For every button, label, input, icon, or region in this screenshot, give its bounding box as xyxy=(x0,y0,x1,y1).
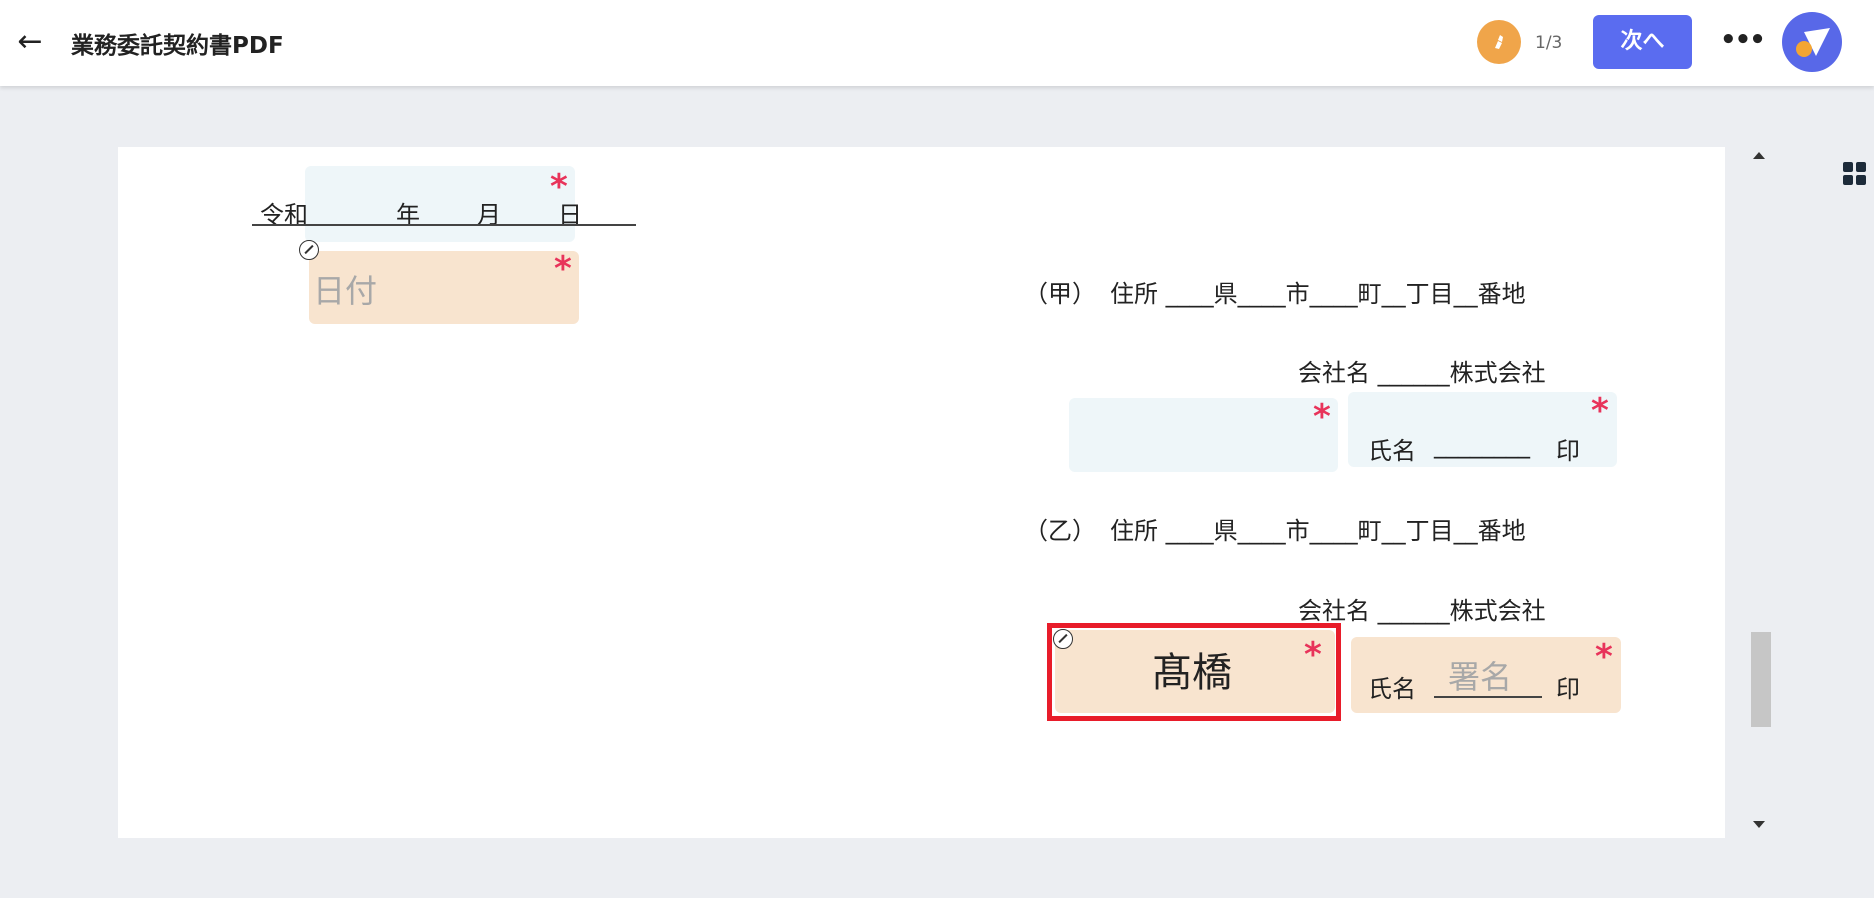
signature-underline xyxy=(1434,696,1542,698)
field-counter: 1/3 xyxy=(1535,33,1563,53)
required-star: * xyxy=(1595,637,1613,677)
scrollbar[interactable] xyxy=(1750,147,1772,838)
date-placeholder: 日付 xyxy=(313,272,378,310)
party-b-name-value: 髙橋 xyxy=(1152,650,1232,696)
party-a-label: （甲） xyxy=(1024,280,1096,308)
party-a-signature-field[interactable] xyxy=(1348,392,1617,467)
party-a-address: 住所 ____県____市____町__丁目__番地 xyxy=(1110,280,1526,308)
date-underline xyxy=(252,224,636,226)
more-options-icon[interactable]: ••• xyxy=(1720,25,1766,55)
party-b-name-label: 氏名 xyxy=(1368,675,1416,703)
top-bar: ← 業務委託契約書PDF 1/3 次へ ••• xyxy=(0,0,1874,86)
back-arrow-icon[interactable]: ← xyxy=(17,24,43,59)
grid-view-icon[interactable] xyxy=(1843,162,1867,186)
pen-icon[interactable] xyxy=(1477,20,1521,64)
edit-handle-icon[interactable] xyxy=(1053,629,1073,649)
party-a-name-label: 氏名 xyxy=(1368,437,1416,465)
required-star: * xyxy=(550,167,568,207)
party-b-address: 住所 ____県____市____町__丁目__番地 xyxy=(1110,517,1526,545)
date-field[interactable] xyxy=(309,251,579,324)
scrollbar-thumb[interactable] xyxy=(1751,632,1771,727)
selected-field-outline xyxy=(1047,623,1341,721)
party-b-signature-field[interactable] xyxy=(1351,637,1621,713)
required-star: * xyxy=(1304,635,1322,675)
party-b-company: 会社名 ______株式会社 xyxy=(1298,597,1546,625)
required-star: * xyxy=(554,249,572,289)
party-a-name-blank: ________ xyxy=(1434,431,1530,459)
date-text-field[interactable] xyxy=(305,166,575,242)
party-b-label: （乙） xyxy=(1024,517,1096,545)
avatar[interactable] xyxy=(1782,12,1842,72)
next-button[interactable]: 次へ xyxy=(1593,15,1692,69)
required-star: * xyxy=(1591,391,1609,431)
document-title: 業務委託契約書PDF xyxy=(71,33,284,59)
scroll-up-arrow-icon[interactable] xyxy=(1753,152,1765,159)
signature-placeholder: 署名 xyxy=(1448,658,1513,696)
scroll-down-arrow-icon[interactable] xyxy=(1753,821,1765,828)
party-a-seal: 印 xyxy=(1556,437,1580,465)
party-b-name-field[interactable] xyxy=(1055,630,1335,713)
edit-handle-icon[interactable] xyxy=(299,240,319,260)
required-star: * xyxy=(1313,397,1331,437)
party-a-name-field[interactable] xyxy=(1069,398,1338,472)
party-a-company: 会社名 ______株式会社 xyxy=(1298,359,1546,387)
party-b-seal: 印 xyxy=(1556,675,1580,703)
